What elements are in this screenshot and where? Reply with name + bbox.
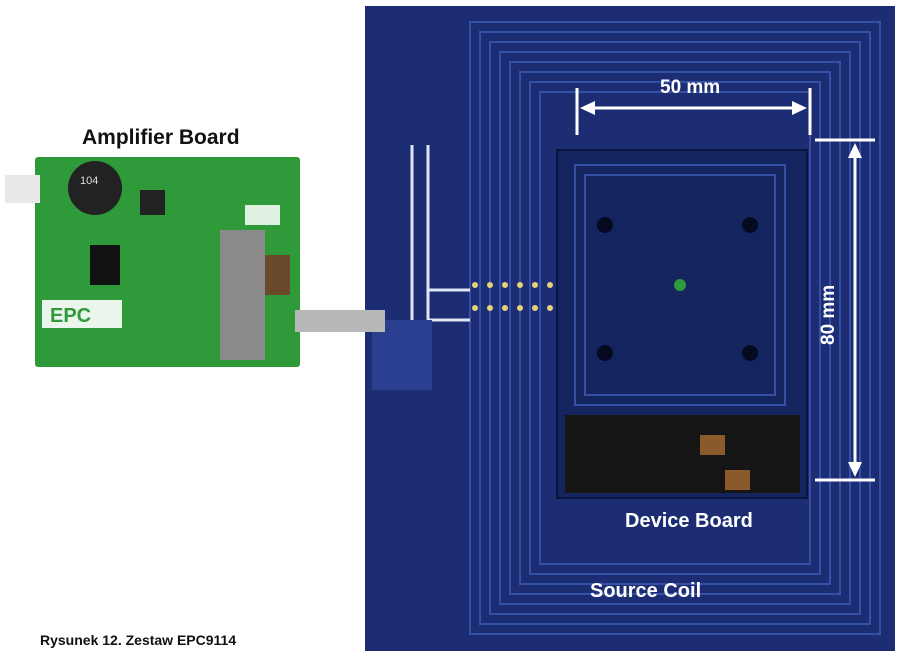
svg-text:104: 104 [80, 175, 98, 187]
amplifier-board-label: Amplifier Board [82, 126, 240, 149]
width-dimension-label: 50 mm [660, 77, 721, 98]
sma-connector [295, 310, 385, 332]
source-coil-label: Source Coil [590, 580, 702, 602]
device-board [556, 149, 808, 499]
amplifier-board: 104 EPC [5, 157, 300, 367]
device-board-label: Device Board [625, 510, 753, 532]
height-dimension-label: 80 mm [818, 284, 839, 345]
feed-traces [410, 145, 470, 322]
dimension-arrows [575, 88, 875, 482]
source-coil-traces [469, 21, 881, 635]
svg-text:EPC: EPC [50, 305, 91, 327]
figure-caption: Rysunek 12. Zestaw EPC9114 [40, 632, 237, 648]
via-pads [472, 282, 553, 311]
